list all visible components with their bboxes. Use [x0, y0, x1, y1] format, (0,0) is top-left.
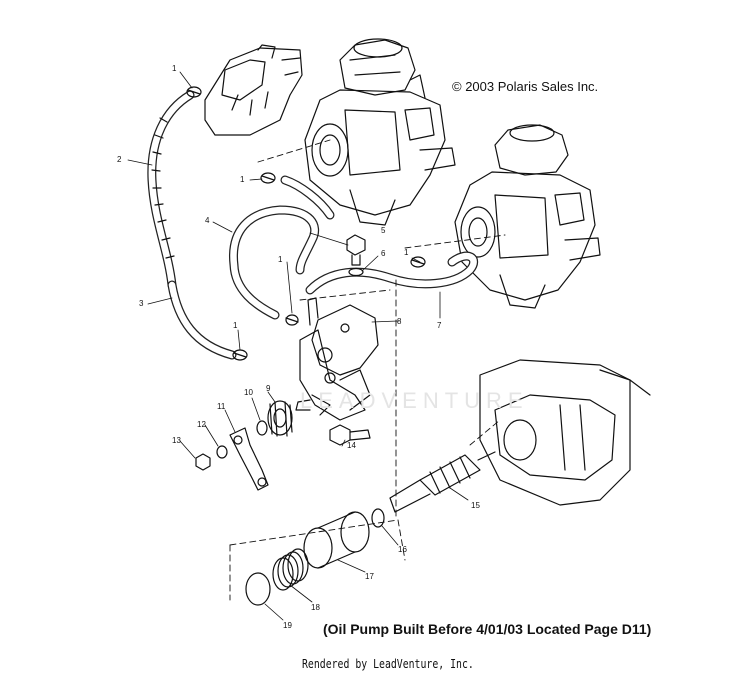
callout-1-pump-clamp: 1: [278, 255, 283, 264]
callout-1: 1: [172, 64, 177, 73]
callout-14: 14: [347, 441, 356, 450]
callout-1-lower-clamp: 1: [233, 321, 238, 330]
engine-block-top: [204, 44, 303, 136]
callout-11: 11: [217, 402, 226, 411]
callout-9: 9: [266, 384, 271, 393]
hose-7: [305, 251, 479, 295]
banjo-bolt: [346, 234, 366, 277]
copyright-text: © 2003 Polaris Sales Inc.: [452, 79, 599, 94]
pump-shaft: [389, 451, 496, 513]
callout-4: 4: [205, 216, 210, 225]
reference-lines: [229, 139, 506, 601]
watermark: LEADVENTURE: [300, 388, 529, 413]
diagram-note: (Oil Pump Built Before 4/01/03 Located P…: [323, 621, 652, 637]
callout-2: 2: [117, 155, 122, 164]
washer-10: [256, 420, 268, 436]
callout-12: 12: [197, 420, 206, 429]
callout-1-upper-clamp: 1: [240, 175, 245, 184]
callout-17: 17: [365, 572, 374, 581]
sleeve-17: [303, 511, 370, 569]
callout-18: 18: [311, 603, 320, 612]
callout-3: 3: [139, 299, 144, 308]
washer-12: [216, 445, 228, 459]
callout-15: 15: [471, 501, 480, 510]
hose-upper-link: [280, 175, 335, 220]
carburetor-lower: [454, 124, 601, 309]
callout-16: 16: [398, 545, 407, 554]
footer-credit: Rendered by LeadVenture, Inc.: [302, 657, 474, 671]
callout-19: 19: [283, 621, 292, 630]
hose-4: [229, 205, 320, 320]
leader-lines: [127, 71, 469, 621]
gear-9: [267, 400, 293, 437]
o-ring-19: [245, 572, 271, 606]
callout-7: 7: [437, 321, 442, 330]
oil-pump-body: [295, 297, 379, 421]
carburetor-upper: [304, 38, 456, 226]
callout-6: 6: [381, 249, 386, 258]
callout-10: 10: [244, 388, 253, 397]
bolt-14: [329, 424, 371, 446]
engine-case-right: [479, 359, 651, 506]
nut-13: [195, 453, 211, 471]
callout-5: 5: [381, 226, 386, 235]
callout-1-right-clamp: 1: [404, 248, 409, 257]
lever-11: [229, 427, 269, 491]
callout-labels: 1 2 3 4 5 6 7 8 9 10 11 12 13 14 15 16 1…: [117, 64, 480, 630]
seal-16: [371, 508, 385, 528]
spring-18: [272, 548, 309, 591]
callout-8: 8: [397, 317, 402, 326]
clamp: [186, 86, 426, 361]
callout-13: 13: [172, 436, 181, 445]
hose-3: [167, 280, 237, 360]
hose-2: [147, 90, 195, 290]
